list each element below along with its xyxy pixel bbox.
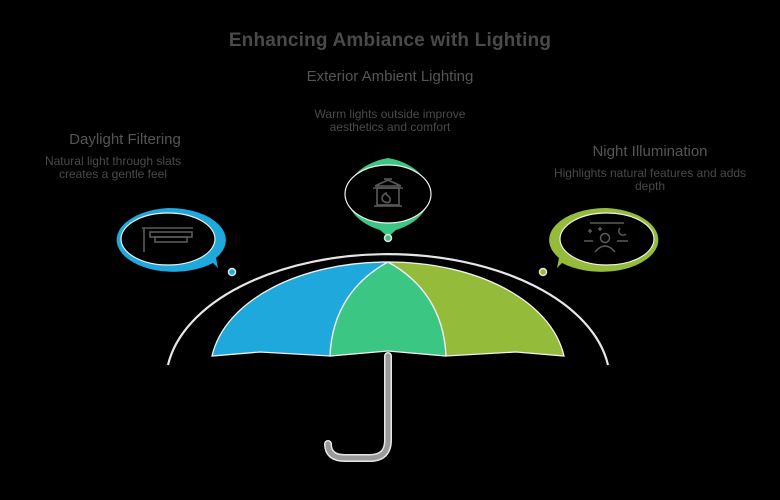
night-sky-person-icon [584, 222, 628, 253]
outer-arc [166, 253, 610, 366]
connector-dot-blue [227, 267, 237, 277]
item-title-daylight-filtering: Daylight Filtering [69, 131, 181, 148]
diagram-title: Enhancing Ambiance with Lighting [228, 30, 552, 51]
umbrella-handle [324, 352, 392, 462]
item-title-night-illumination: Night Illumination [592, 143, 708, 160]
umbrella-canopy [211, 261, 565, 357]
item-desc-daylight-filtering: Natural light through slats creates a ge… [44, 154, 182, 181]
item-title-exterior-ambient-lighting: Exterior Ambient Lighting [306, 68, 474, 85]
item-desc-night-illumination: Highlights natural features and adds dep… [553, 166, 747, 193]
bubble-daylight-filtering [116, 207, 226, 272]
umbrella-handle-core [325, 353, 391, 461]
bubble-exterior-ambient-lighting [344, 158, 432, 237]
bubble-night-illumination [549, 207, 659, 272]
item-desc-exterior-ambient-lighting: Warm lights outside improve aesthetics a… [314, 107, 466, 134]
window-blinds-icon [142, 227, 193, 252]
lantern-icon [373, 178, 403, 207]
connector-dot-teal [383, 233, 393, 243]
canopy-panel-green [387, 261, 565, 357]
connector-dot-green [538, 267, 548, 277]
